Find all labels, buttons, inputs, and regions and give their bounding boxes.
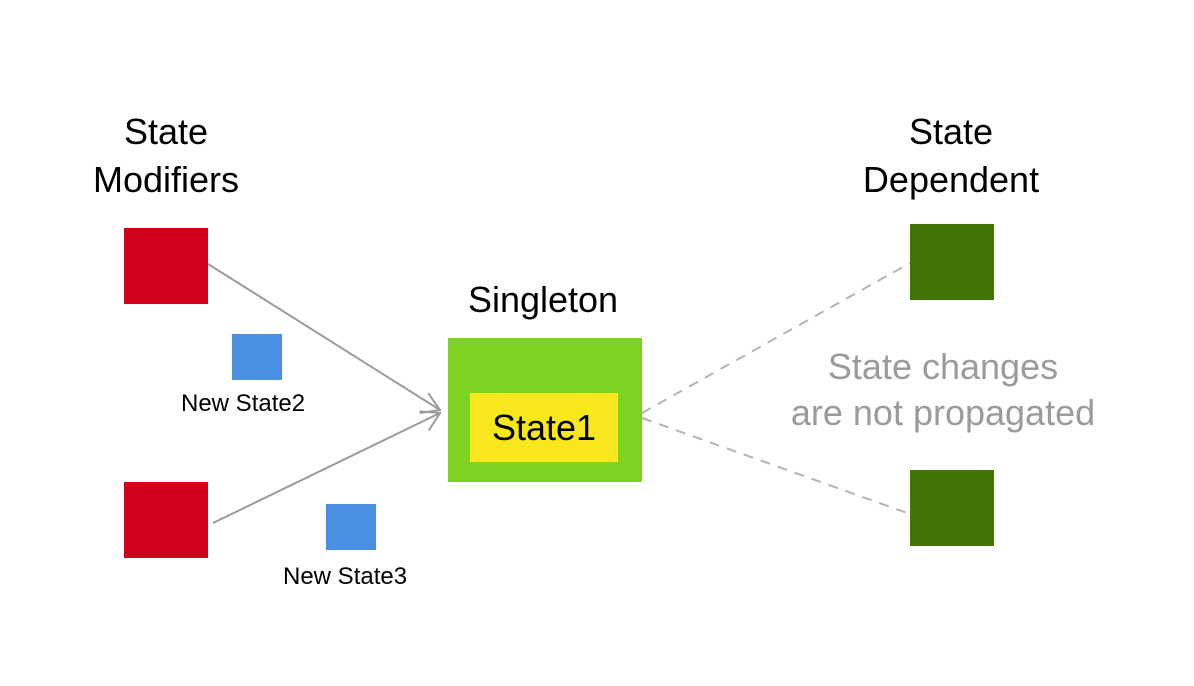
heading-line-2: Dependent <box>862 159 1040 200</box>
new-state-label-2: New State2 <box>181 390 306 417</box>
new-state-box-3 <box>326 504 376 550</box>
arrow-modifier-1-to-singleton <box>207 263 441 411</box>
heading-line-1: State <box>908 111 994 152</box>
note-line-1: State changes <box>827 346 1059 387</box>
heading-singleton: Singleton <box>467 279 619 320</box>
dashed-link-singleton-to-dependent-2 <box>641 417 911 515</box>
propagation-note: State changes are not propagated <box>763 344 1123 436</box>
new-state-box-2 <box>232 334 282 380</box>
new-state-label-3: New State3 <box>283 563 408 590</box>
singleton-state-label: State1 <box>491 406 597 448</box>
state-modifier-box-2 <box>124 482 208 558</box>
dashed-link-singleton-to-dependent-1 <box>641 262 911 414</box>
heading-line-1: State <box>123 111 209 152</box>
note-line-2: are not propagated <box>790 392 1096 433</box>
state-modifier-box-1 <box>124 228 208 304</box>
heading-state-dependent: State Dependent <box>836 108 1066 204</box>
arrowhead-modifier-2 <box>419 410 442 432</box>
singleton-state-box: State1 <box>470 393 618 462</box>
heading-state-modifiers: State Modifiers <box>66 108 266 204</box>
state-dependent-box-1 <box>910 224 994 300</box>
heading-line-2: Modifiers <box>92 159 240 200</box>
state-dependent-box-2 <box>910 470 994 546</box>
arrow-modifier-2-to-singleton <box>212 412 441 524</box>
